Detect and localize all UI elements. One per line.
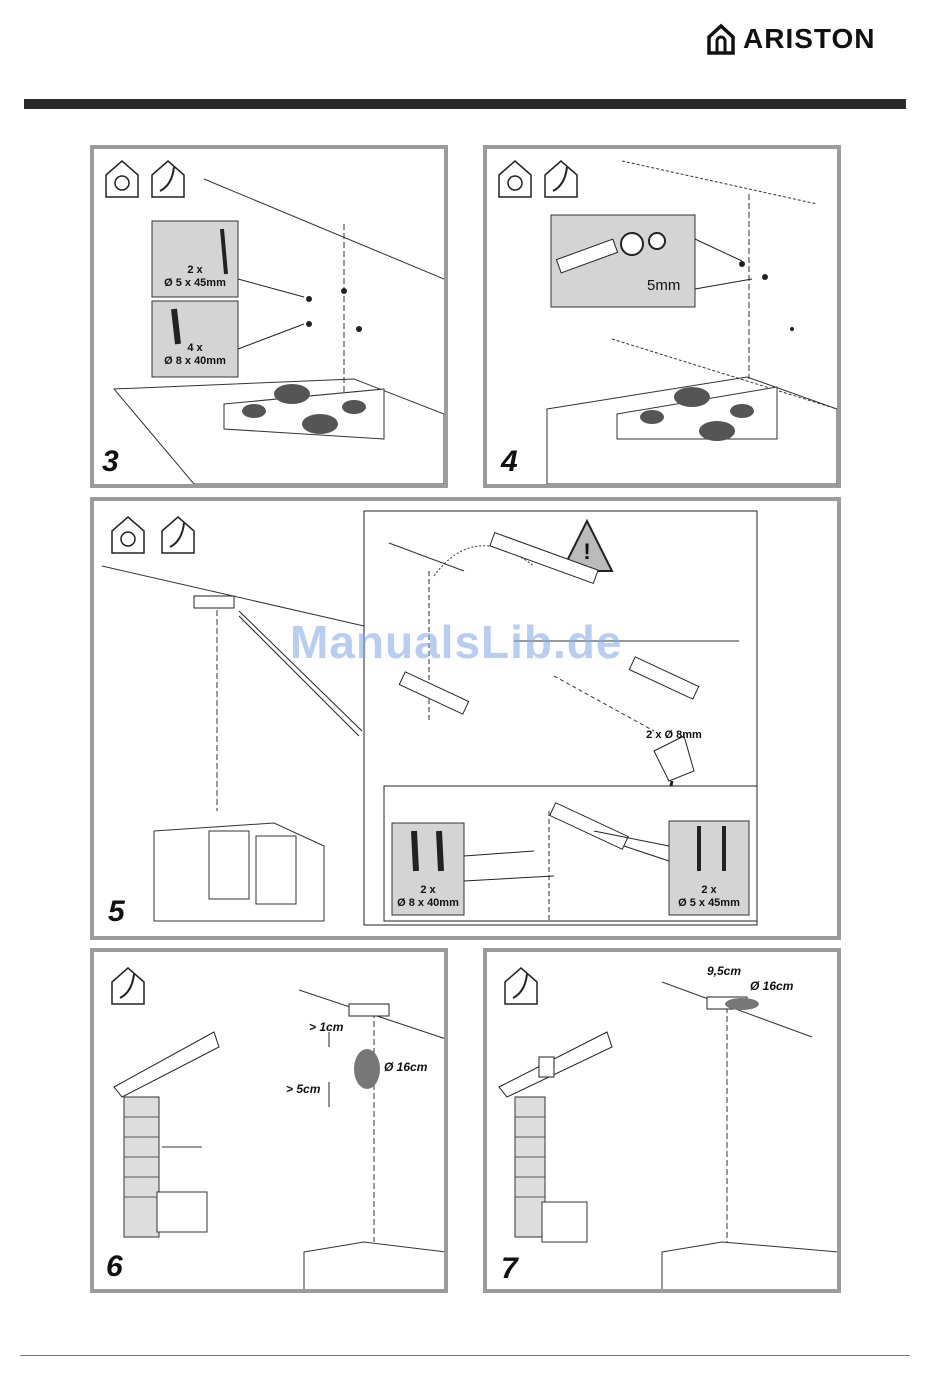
diameter-label: Ø 16cm bbox=[384, 1060, 427, 1074]
step-4-illustration bbox=[487, 149, 841, 488]
top-gap-label: > 1cm bbox=[309, 1020, 343, 1034]
brand-name: ARISTON bbox=[743, 23, 876, 55]
plug-qty-label: 2 x bbox=[392, 884, 464, 897]
step-number: 3 bbox=[102, 445, 119, 479]
step-5-panel: ! 2 x Ø 8mm 2 x Ø 8 x 40mm 2 x Ø 5 x 45m… bbox=[90, 497, 841, 940]
header-rule bbox=[24, 99, 906, 109]
step-4-panel: 5mm 4 bbox=[483, 145, 841, 488]
step-number: 6 bbox=[106, 1250, 123, 1284]
step-6-panel: > 1cm > 5cm Ø 16cm 6 bbox=[90, 948, 448, 1293]
step-6-illustration bbox=[94, 952, 448, 1293]
recirculation-icon bbox=[106, 161, 138, 197]
plug-size-label: Ø 8 x 40mm bbox=[152, 355, 238, 368]
step-7-illustration bbox=[487, 952, 841, 1293]
step-3-illustration bbox=[94, 149, 448, 488]
diameter-label: Ø 16cm bbox=[750, 979, 793, 993]
house-logo-icon bbox=[705, 23, 737, 55]
offset-label: 9,5cm bbox=[707, 964, 741, 978]
screw-size-label: Ø 5 x 45mm bbox=[669, 897, 749, 910]
extraction-icon bbox=[162, 517, 194, 553]
screw-size-label: Ø 5 x 45mm bbox=[152, 277, 238, 290]
extraction-icon bbox=[112, 968, 144, 1004]
step-number: 7 bbox=[501, 1252, 518, 1286]
extraction-icon bbox=[545, 161, 577, 197]
screw-qty-label: 2 x bbox=[669, 884, 749, 897]
gap-label: 5mm bbox=[647, 277, 680, 294]
step-5-illustration bbox=[94, 501, 841, 940]
watermark: ManualsLib.de bbox=[290, 615, 622, 669]
recirculation-icon bbox=[499, 161, 531, 197]
step-number: 5 bbox=[108, 895, 125, 929]
side-gap-label: > 5cm bbox=[286, 1082, 320, 1096]
plug-qty-label: 4 x bbox=[152, 342, 238, 355]
step-3-panel: 2 x Ø 5 x 45mm 4 x Ø 8 x 40mm 3 bbox=[90, 145, 448, 488]
drill-label: 2 x Ø 8mm bbox=[634, 729, 714, 742]
extraction-icon bbox=[505, 968, 537, 1004]
screw-qty-label: 2 x bbox=[152, 264, 238, 277]
recirculation-icon bbox=[112, 517, 144, 553]
extraction-icon bbox=[152, 161, 184, 197]
step-7-panel: 9,5cm Ø 16cm 7 bbox=[483, 948, 841, 1293]
plug-size-label: Ø 8 x 40mm bbox=[392, 897, 464, 910]
step-number: 4 bbox=[501, 445, 518, 479]
warning-mark: ! bbox=[579, 545, 595, 558]
footer-rule bbox=[20, 1355, 910, 1356]
brand-logo: ARISTON bbox=[705, 22, 915, 56]
